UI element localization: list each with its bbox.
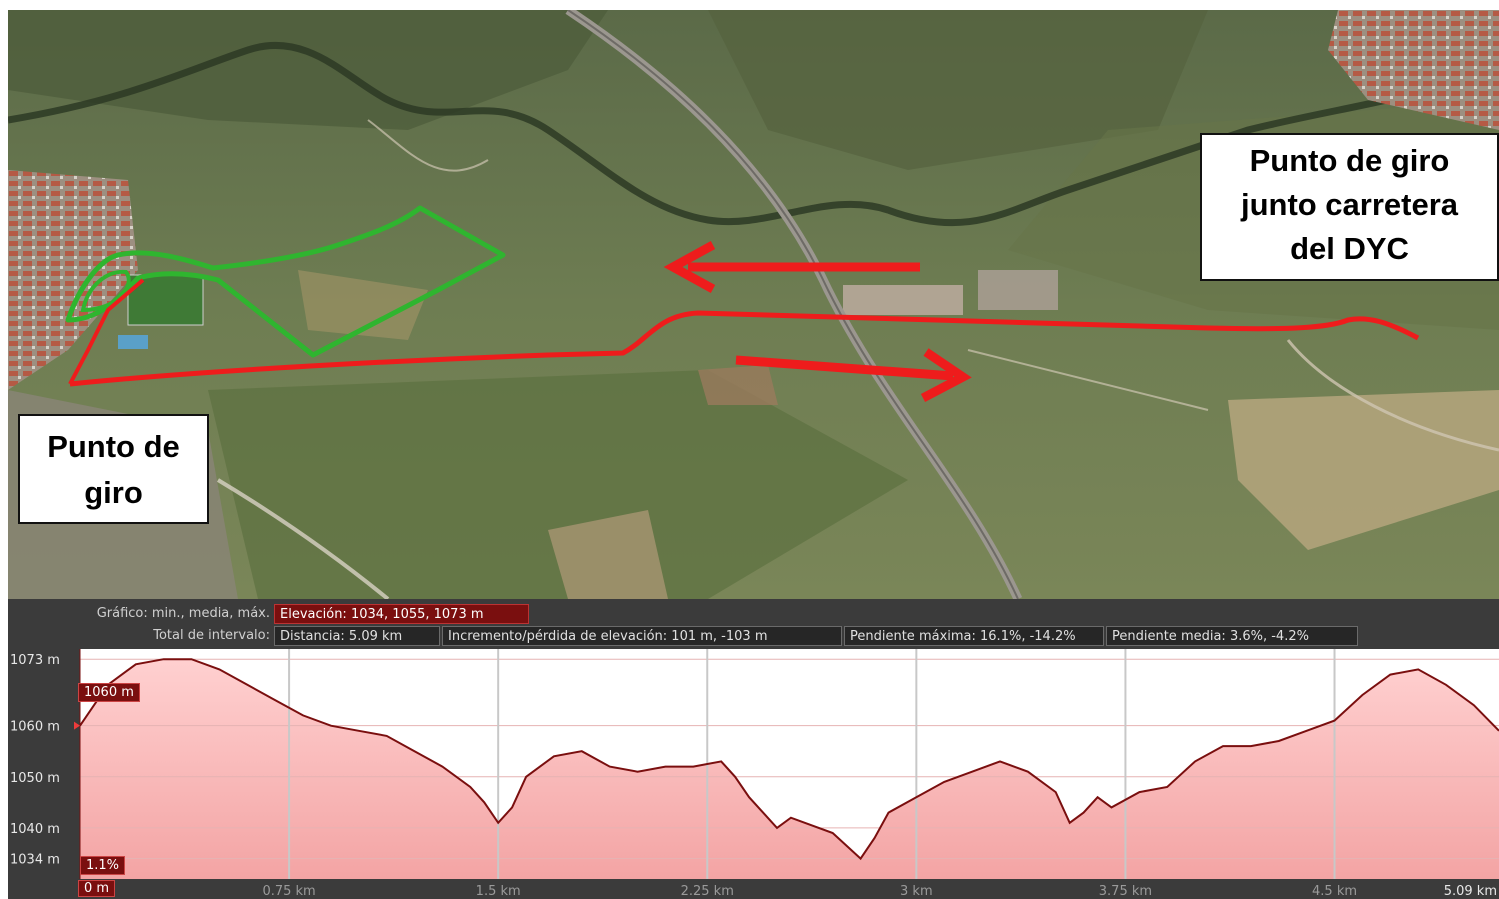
highway-median <box>567 10 1019 599</box>
x-tick-label: 4.5 km <box>1312 884 1357 899</box>
y-tick-label: 1073 m <box>10 653 60 668</box>
town-area <box>8 170 138 390</box>
town-area <box>1328 10 1499 130</box>
elevation-chart[interactable]: 1073 m 1060 m 1050 m 1040 m 1034 m 0.75 km 1.5… <box>8 599 1499 899</box>
callout-line: del DYC <box>1290 231 1409 266</box>
loop-route <box>65 205 506 358</box>
field-area <box>208 370 908 599</box>
arrow-west-icon <box>663 241 920 293</box>
elevation-area <box>80 659 1499 879</box>
aerial-map[interactable] <box>8 10 1499 599</box>
track <box>967 349 1209 411</box>
x-tick-label: 5.09 km <box>1444 884 1497 899</box>
stats-graph-label: Gráfico: min., media, máx. <box>96 606 270 621</box>
arrow-east-icon <box>735 348 972 402</box>
field-area <box>698 365 778 405</box>
buildings <box>843 285 963 315</box>
callout-line: Punto de giro <box>1249 143 1450 178</box>
stats-max-slope: Pendiente máxima: 16.1%, -14.2% <box>844 626 1104 646</box>
callout-line: junto carretera <box>1240 187 1459 222</box>
loop-route <box>80 269 131 313</box>
track <box>1286 339 1499 452</box>
map-canvas <box>8 10 1499 599</box>
outbound-route <box>68 278 145 385</box>
field-area <box>548 510 668 599</box>
stats-avg-slope: Pendiente media: 3.6%, -4.2% <box>1106 626 1358 646</box>
cursor-marker-icon <box>74 721 80 730</box>
x-tick-label: 2.25 km <box>681 884 734 899</box>
x-axis-start-label: 0 m <box>78 880 116 897</box>
outbound-route <box>69 310 1420 387</box>
stats-gain-loss: Incremento/pérdida de elevación: 101 m, … <box>442 626 842 646</box>
elevation-profile-panel[interactable]: Gráfico: min., media, máx. Elevación: 10… <box>8 599 1499 899</box>
callout-line: Punto de <box>47 429 180 464</box>
hill-area <box>8 10 608 130</box>
callout-line: giro <box>84 475 143 510</box>
elevation-line <box>79 658 1499 861</box>
x-tick-label: 0.75 km <box>262 884 315 899</box>
y-tick-label: 1034 m <box>10 853 60 868</box>
x-tick-label: 1.5 km <box>476 884 521 899</box>
pool <box>118 335 148 349</box>
y-tick-label: 1040 m <box>10 822 60 837</box>
cursor-slope-tag: 1.1% <box>80 856 126 875</box>
cursor-elevation-tag: 1060 m <box>78 683 140 702</box>
callout-turnaround-point: Punto de giro <box>18 414 209 524</box>
y-tick-label: 1060 m <box>10 720 60 735</box>
field-area <box>298 270 428 340</box>
callout-road-turnaround: Punto de giro junto carretera del DYC <box>1200 133 1499 281</box>
stats-elevation-value: Elevación: 1034, 1055, 1073 m <box>274 604 529 624</box>
hill-area <box>708 10 1208 170</box>
track <box>367 119 489 172</box>
stats-interval-label: Total de intervalo: <box>153 628 270 643</box>
stats-distance: Distancia: 5.09 km <box>274 626 440 646</box>
x-tick-label: 3.75 km <box>1099 884 1152 899</box>
road <box>216 478 390 599</box>
y-tick-label: 1050 m <box>10 771 60 786</box>
buildings <box>978 270 1058 310</box>
x-tick-label: 3 km <box>900 884 933 899</box>
